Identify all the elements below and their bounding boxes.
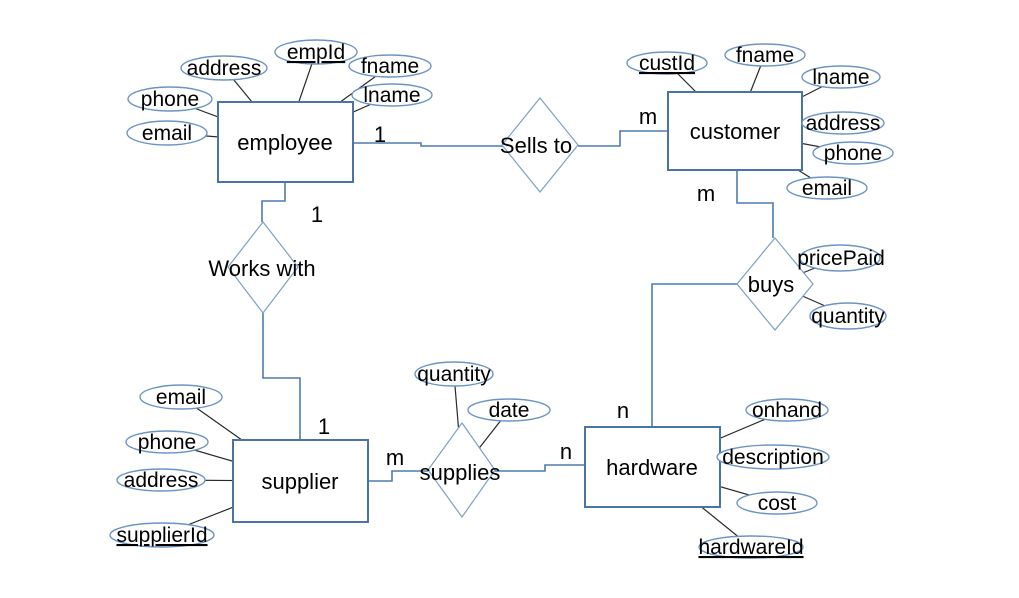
- cardinality-workswith-employee: 1: [311, 202, 323, 227]
- connector-supplier-supplies: [368, 470, 428, 482]
- connector-buys-hardware: [651, 283, 737, 427]
- attribute-hardware-onhand-label: onhand: [752, 399, 822, 422]
- attribute-customer-address: [801, 111, 885, 135]
- connector-workswith-supplier: [262, 313, 301, 440]
- attribute-ellipses: [109, 39, 894, 559]
- attribute-customer-phone-label: phone: [824, 142, 882, 165]
- connector-customer-buys: [736, 170, 774, 238]
- cardinality-sellsto-customer: m: [639, 104, 657, 129]
- attribute-supplies-quantity: [414, 361, 494, 387]
- relationship-buys-label: buys: [748, 272, 794, 297]
- attribute-supplier-email-label: email: [156, 386, 206, 409]
- attribute-supplier-email: [139, 384, 223, 410]
- entity-hardware-label: hardware: [606, 455, 698, 480]
- attribute-employee-email-label: email: [142, 122, 192, 145]
- attribute-hardware-hardwareid-label: hardwareId: [698, 536, 803, 559]
- attribute-customer-custid-label: custId: [639, 52, 695, 75]
- connector-sellsto-customer: [578, 130, 668, 147]
- attribute-supplies-date-label: date: [489, 399, 530, 422]
- entity-employee-label: employee: [237, 130, 332, 155]
- relationship-works-with: [227, 221, 299, 314]
- cardinality-buys-hardware: n: [617, 398, 629, 423]
- attribute-customer-phone: [812, 141, 894, 165]
- attribute-employee-empid: [274, 39, 358, 65]
- attribute-supplier-address-label: address: [124, 469, 199, 492]
- attribute-employee-empid-label: empId: [287, 41, 345, 64]
- attribute-employee-email: [126, 120, 208, 146]
- attribute-employee-fname: [348, 54, 432, 78]
- attribute-hardware-hardwareid: [698, 535, 804, 559]
- labels: employee customer supplier hardware Sell…: [116, 41, 885, 559]
- attribute-buys-quantity: [809, 302, 887, 330]
- relationship-sells-to-label: Sells to: [500, 133, 572, 158]
- attribute-customer-fname-label: fname: [736, 44, 794, 67]
- attribute-employee-lname: [351, 83, 433, 107]
- connector-supplies-hardware: [495, 464, 585, 472]
- attribute-supplier-supplierid: [109, 522, 215, 548]
- entity-customer: [667, 91, 803, 171]
- attribute-employee-address: [180, 55, 268, 81]
- relationship-supplies: [427, 421, 496, 519]
- attribute-employee-phone: [127, 86, 213, 112]
- attribute-hardware-cost-label: cost: [758, 492, 797, 515]
- attribute-supplies-quantity-label: quantity: [417, 363, 491, 386]
- attribute-supplier-phone: [125, 430, 209, 454]
- entity-employee: [217, 101, 354, 183]
- cardinality-supplies-supplier: m: [386, 445, 404, 470]
- cardinality-workswith-supplier: 1: [318, 414, 330, 439]
- attribute-hardware-onhand: [745, 398, 829, 422]
- relationship-sells-to: [501, 97, 579, 193]
- cardinality-supplies-hardware: n: [560, 439, 572, 464]
- attribute-hardware-cost: [736, 491, 818, 515]
- cardinality-sellsto-employee: 1: [374, 122, 386, 147]
- relationship-diamonds: [227, 97, 814, 519]
- attribute-customer-address-label: address: [806, 112, 881, 135]
- attribute-hardware-description: [716, 444, 830, 470]
- relationship-works-with-label: Works with: [208, 256, 315, 281]
- attribute-hardware-description-label: description: [722, 446, 824, 469]
- entities: [217, 91, 803, 523]
- relationship-supplies-label: supplies: [420, 460, 501, 485]
- attribute-employee-lname-label: lname: [363, 84, 420, 107]
- attribute-supplier-phone-label: phone: [138, 431, 196, 454]
- attribute-customer-fname: [724, 43, 806, 67]
- attribute-customer-custid: [626, 51, 708, 75]
- attribute-supplier-address: [116, 468, 206, 492]
- connector-employee-sellsto: [353, 142, 503, 147]
- attribute-employee-address-label: address: [187, 57, 262, 80]
- entity-supplier-label: supplier: [261, 469, 338, 494]
- connector-employee-workswith: [261, 182, 286, 222]
- relationship-buys: [736, 237, 814, 331]
- relationship-connectors: [261, 130, 774, 482]
- cardinality-buys-customer: m: [697, 181, 715, 206]
- attribute-customer-lname-label: lname: [812, 66, 869, 89]
- attribute-buys-quantity-label: quantity: [811, 305, 885, 328]
- entity-hardware: [584, 426, 721, 508]
- attribute-employee-fname-label: fname: [361, 55, 419, 78]
- attribute-customer-email: [786, 176, 868, 200]
- attribute-buys-pricepaid-label: pricePaid: [797, 247, 885, 270]
- entity-customer-label: customer: [690, 119, 780, 144]
- attribute-buys-pricepaid: [799, 244, 881, 272]
- attribute-employee-phone-label: phone: [141, 88, 199, 111]
- attribute-supplies-date: [467, 398, 551, 422]
- attribute-supplier-supplierid-label: supplierId: [116, 524, 207, 547]
- entity-supplier: [232, 439, 369, 523]
- attribute-customer-lname: [801, 65, 881, 89]
- attribute-customer-email-label: email: [802, 177, 852, 200]
